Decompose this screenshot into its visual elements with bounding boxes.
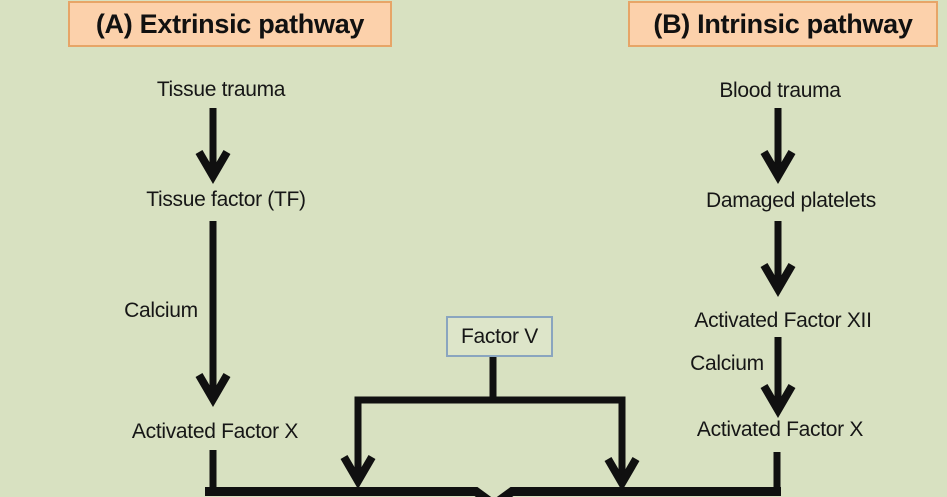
cofactor-calcium-extrinsic: Calcium — [124, 299, 198, 322]
branch-factor-v — [354, 396, 626, 479]
node-tissue-trauma: Tissue trauma — [156, 78, 286, 101]
arrow-damaged-platelets-to-activated-factor-xii — [760, 221, 796, 297]
arrow-activated-factor-xii-to-activated-factor-x — [760, 337, 796, 418]
band-bottom-right — [496, 487, 781, 497]
arrow-blood-trauma-to-damaged-platelets — [760, 108, 796, 184]
node-activated-factor-x-extrinsic: Activated Factor X — [131, 420, 299, 443]
cofactor-calcium-intrinsic: Calcium — [690, 352, 764, 375]
header-intrinsic-pathway: (B) Intrinsic pathway — [628, 1, 938, 47]
arrow-tissue-factor-to-activated-factor-x — [195, 221, 231, 407]
node-blood-trauma: Blood trauma — [719, 79, 841, 102]
node-tissue-factor: Tissue factor (TF) — [146, 188, 306, 211]
arrowhead-factor-v-left — [340, 454, 376, 489]
node-factor-v-box: Factor V — [446, 316, 553, 357]
arrow-tissue-trauma-to-tissue-factor — [195, 108, 231, 184]
node-activated-factor-xii: Activated Factor XII — [694, 309, 872, 332]
arrowhead-factor-v-right — [604, 456, 640, 491]
node-damaged-platelets: Damaged platelets — [705, 189, 877, 212]
band-bottom-left — [205, 487, 492, 497]
header-extrinsic-pathway: (A) Extrinsic pathway — [68, 1, 392, 47]
node-activated-factor-x-intrinsic: Activated Factor X — [696, 418, 864, 441]
